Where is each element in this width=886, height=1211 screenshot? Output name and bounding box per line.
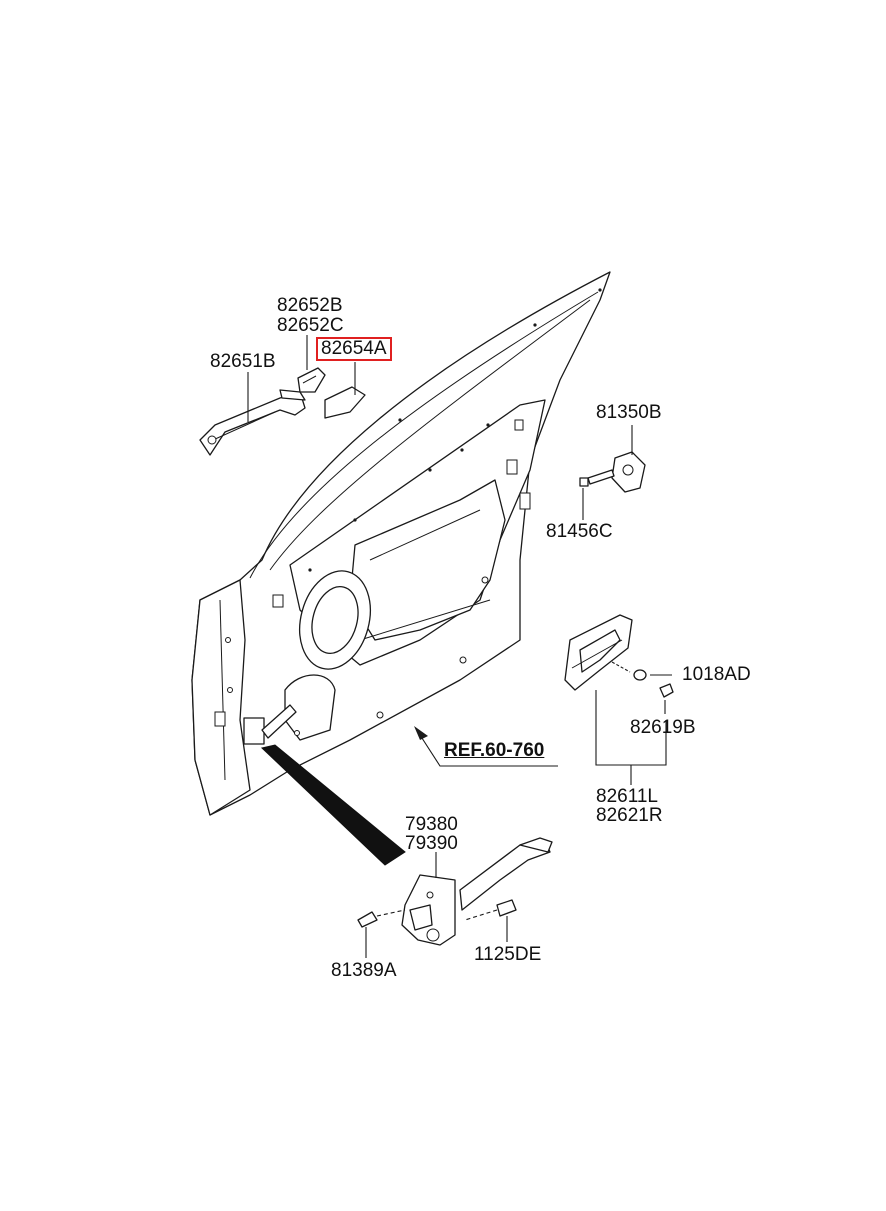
label-81350b: 81350B [596,402,662,423]
label-81456c: 81456C [546,521,613,542]
label-82619b: 82619B [630,717,696,738]
door-checker-79380 [401,837,553,946]
bolt-1125de [464,899,517,921]
handle-cover-82652b [297,367,326,393]
handle-gasket-82654a [324,386,366,419]
bolt-81389a [357,909,406,928]
label-ref-60-760: REF.60-760 [444,740,545,761]
label-82621r: 82621R [596,805,663,826]
label-82611l: 82611L [596,786,658,807]
label-82652b: 82652B [277,295,343,316]
outside-handle-82651b [199,389,306,456]
inside-handle-82611l [564,614,633,691]
screw-cap-82619b [659,683,674,698]
label-82652c: 82652C [277,315,344,336]
leader-lines [247,335,672,958]
label-1125de: 1125DE [474,944,542,965]
label-82654a-highlighted: 82654A [316,337,392,361]
label-79390: 79390 [405,833,458,854]
label-1018ad: 1018AD [682,664,751,685]
label-79380: 79380 [405,814,458,835]
screw-1018ad [611,661,647,681]
door-striker-81350b [579,451,646,493]
label-82651b: 82651B [210,351,276,372]
label-81389a: 81389A [331,960,397,981]
harness-leader-strip [260,744,406,866]
front-door-panel [191,271,611,816]
